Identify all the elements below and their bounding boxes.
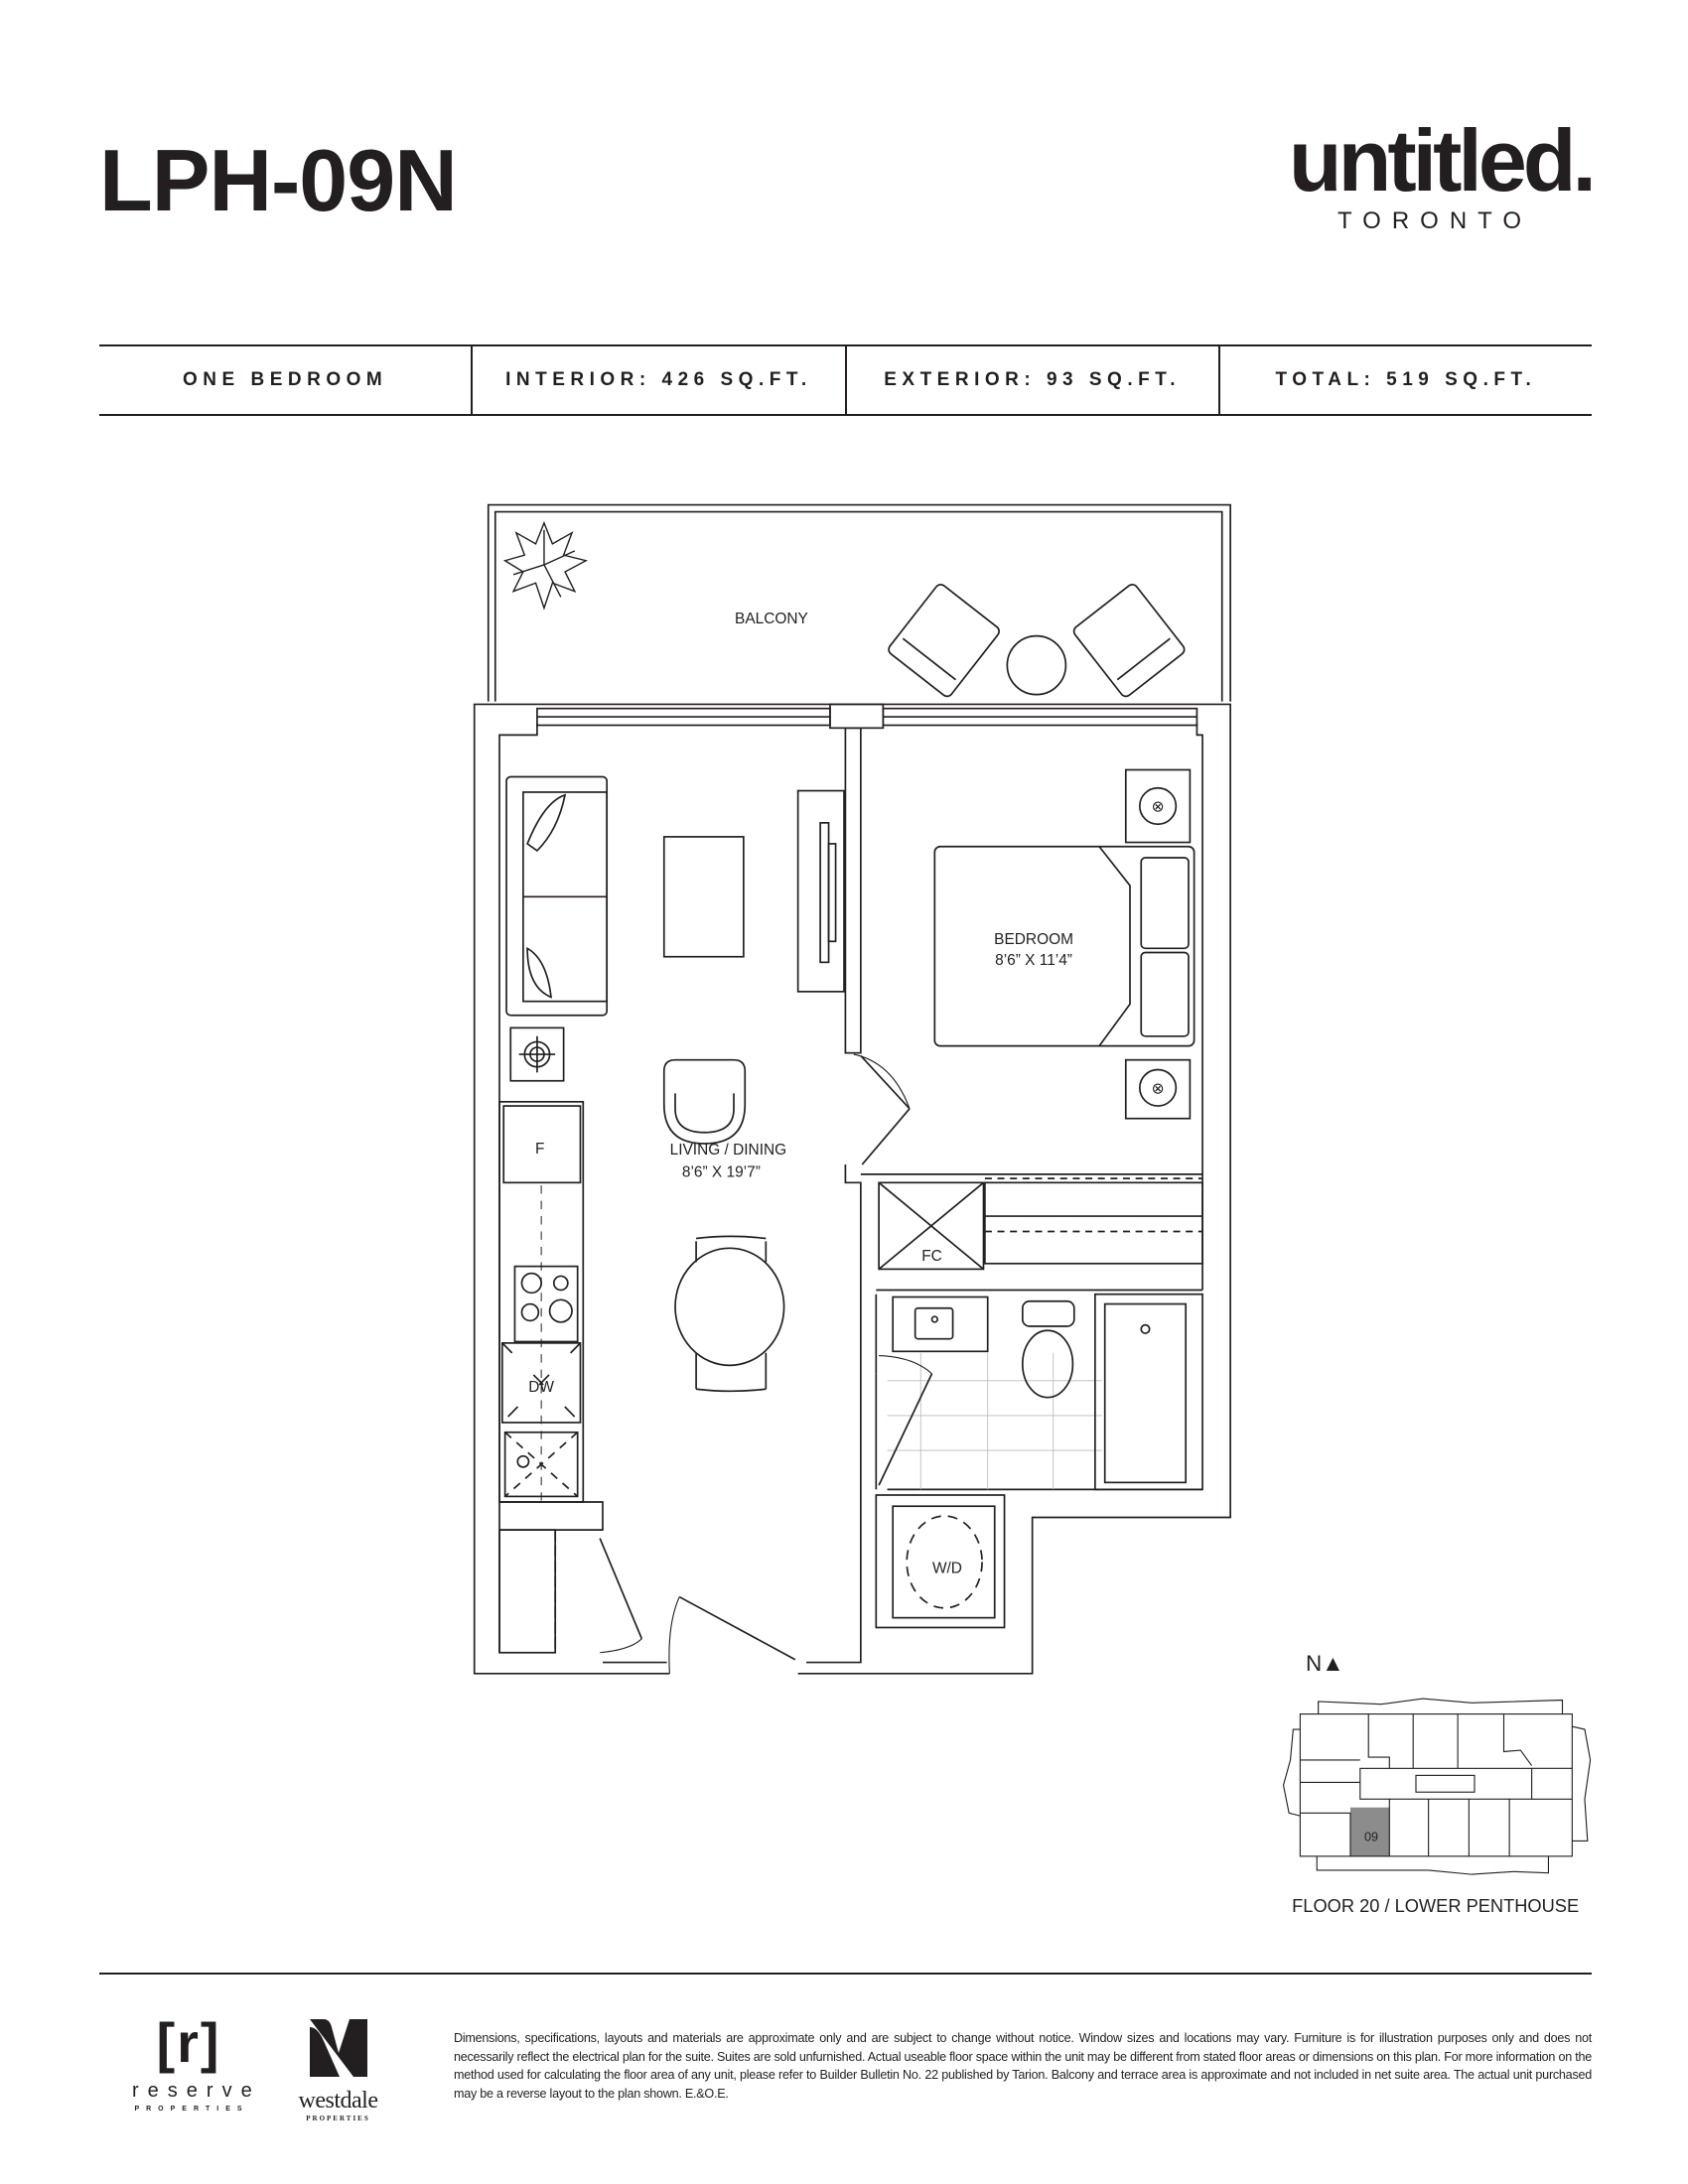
kitchen-counter: [498, 1100, 585, 1503]
unit-highlight: [1349, 1807, 1390, 1856]
lounge-chair-icon: [1072, 584, 1186, 698]
coffee-table-icon: [662, 836, 745, 958]
closet-label: FC: [921, 1248, 942, 1265]
nightstand-icon: ⊗: [1124, 1058, 1192, 1120]
washer-dryer-label: W/D: [932, 1561, 962, 1577]
dishwasher-icon: [500, 1342, 582, 1424]
living-dimensions: 8’6” X 19’7”: [682, 1164, 761, 1181]
reserve-wordmark: reserve: [132, 2080, 261, 2102]
bathtub-icon: [1094, 1293, 1203, 1491]
spec-exterior: EXTERIOR: 93 SQ.FT.: [844, 346, 1218, 414]
bedroom-door[interactable]: [860, 1054, 911, 1110]
unit-title: LPH-09N: [99, 131, 458, 229]
washer-dryer-icon: [892, 1505, 996, 1619]
living-furniture: LIVING / DINING 8’6” X 19’7”: [505, 775, 845, 1393]
spec-interior: INTERIOR: 426 SQ.FT.: [471, 346, 844, 414]
kitchen-sink-icon: [503, 1431, 579, 1498]
spec-unit-type: ONE BEDROOM: [183, 369, 388, 390]
cooktop-icon: [513, 1265, 579, 1343]
westdale-wordmark: westdale: [298, 2088, 378, 2114]
fridge-icon: [502, 1105, 582, 1184]
spec-table: ONE BEDROOM INTERIOR: 426 SQ.FT. EXTERIO…: [99, 344, 1592, 416]
tv-unit-icon: [796, 789, 845, 993]
bath-tiles: [887, 1352, 1102, 1490]
reserve-subtitle: PROPERTIES: [134, 2106, 249, 2113]
reserve-mark: [r]: [156, 2011, 221, 2074]
armchair-icon: [662, 1058, 747, 1145]
floor-label: FLOOR 20 / LOWER PENTHOUSE: [1292, 1895, 1579, 1916]
side-table-icon: [1006, 634, 1067, 696]
closet-door[interactable]: [599, 1538, 643, 1640]
closet-shelf: [984, 1181, 1203, 1265]
bedroom-furniture: ⊗ ⊗ BEDROOM 8’6” X 11’4”: [933, 768, 1196, 1120]
fridge-label: F: [535, 1141, 544, 1158]
footer-divider: [99, 1973, 1592, 1975]
sofa-icon: [505, 775, 609, 1017]
balcony: BALCONY: [487, 503, 1231, 702]
bedroom-dimensions: 8’6” X 11’4”: [995, 952, 1072, 969]
entry-closet: [498, 1529, 557, 1654]
brand-logo: untitled.: [1288, 111, 1597, 209]
bathroom-door[interactable]: [878, 1373, 933, 1486]
westdale-subtitle: PROPERTIES: [306, 2115, 370, 2122]
dining-table-icon: [674, 1235, 785, 1393]
svg-text:⊗: ⊗: [1152, 1080, 1165, 1097]
vanity-icon: [892, 1296, 989, 1353]
lounge-chair-icon: [888, 584, 1000, 698]
living-label: LIVING / DINING: [670, 1142, 787, 1159]
key-plan: N▲ 09 FLOOR 20 / LOWER PENTHOUSE: [1282, 1651, 1592, 1916]
toilet-icon: [1021, 1299, 1075, 1399]
floor-lamp-icon: [509, 1026, 565, 1082]
key-plan-unit-label: 09: [1364, 1830, 1378, 1843]
bedroom-label: BEDROOM: [994, 931, 1073, 948]
dishwasher-label: DW: [528, 1379, 554, 1396]
reserve-properties-logo: [r] reserve PROPERTIES: [124, 2011, 261, 2114]
svg-text:⊗: ⊗: [1152, 799, 1165, 816]
laundry-closet: [875, 1494, 1006, 1629]
entry-door[interactable]: [678, 1595, 796, 1661]
spec-total: TOTAL: 519 SQ.FT.: [1217, 346, 1592, 414]
brand-city: TORONTO: [1336, 207, 1533, 234]
disclaimer-text: Dimensions, specifications, layouts and …: [454, 2031, 1592, 2101]
balcony-label: BALCONY: [735, 611, 808, 627]
westdale-properties-logo: westdale PROPERTIES: [286, 2019, 390, 2122]
closet-icon: [878, 1181, 985, 1271]
nightstand-icon: ⊗: [1124, 768, 1192, 844]
bed-icon: [933, 845, 1196, 1047]
westdale-mark-icon: [309, 2019, 367, 2077]
north-indicator: N▲: [1306, 1651, 1343, 1676]
plant-icon: [502, 520, 589, 611]
walls: FC W/D F: [473, 703, 1231, 1675]
